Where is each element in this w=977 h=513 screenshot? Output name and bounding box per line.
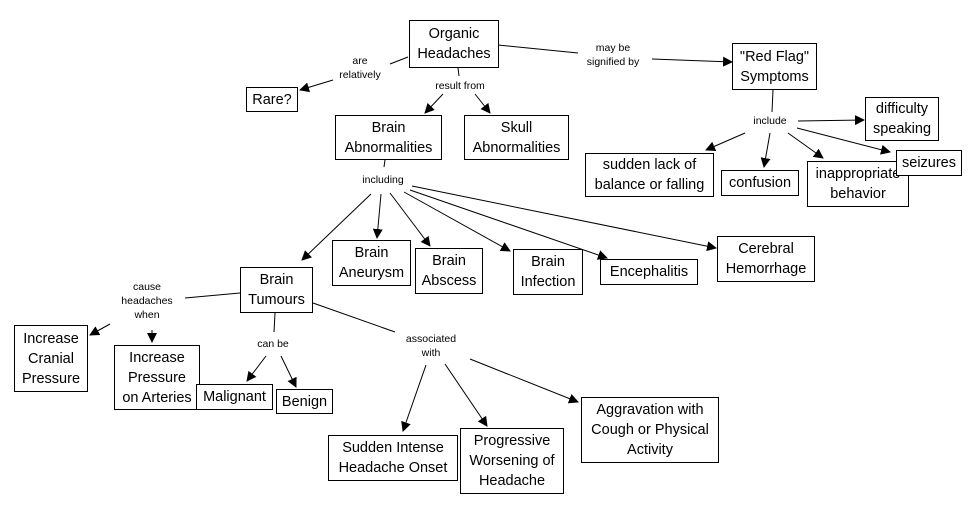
arrow-line	[787, 132, 824, 159]
arrow-line	[424, 93, 444, 114]
link-line	[771, 89, 774, 113]
arrow-line	[280, 355, 297, 388]
arrow-line	[89, 323, 111, 336]
concept-rare[interactable]: Rare?	[246, 87, 298, 112]
link-label-cause-headaches-when: cause headaches when	[121, 280, 173, 322]
arrow-line	[389, 192, 431, 247]
link-line	[273, 312, 276, 333]
concept-cerebral-hemorrhage[interactable]: Cerebral Hemorrhage	[717, 236, 815, 282]
concept-aggravation-cough-activity[interactable]: Aggravation with Cough or Physical Activ…	[581, 397, 719, 463]
link-line	[389, 56, 409, 65]
concept-progressive-worsening[interactable]: Progressive Worsening of Headache	[460, 428, 564, 494]
arrow-line	[760, 132, 771, 168]
arrow-line	[651, 56, 733, 67]
link-line	[457, 67, 460, 77]
arrow-line	[246, 355, 267, 382]
link-label-include: include	[753, 114, 787, 128]
concept-brain-tumours[interactable]: Brain Tumours	[240, 267, 313, 313]
link-line	[497, 44, 579, 54]
link-label-can-be: can be	[257, 337, 289, 351]
concept-malignant[interactable]: Malignant	[196, 384, 273, 410]
concept-red-flag-symptoms[interactable]: "Red Flag" Symptoms	[732, 43, 817, 90]
concept-confusion[interactable]: confusion	[721, 170, 799, 196]
arrow-line	[372, 193, 383, 239]
concept-increase-cranial-pressure[interactable]: Increase Cranial Pressure	[14, 325, 88, 392]
concept-brain-abscess[interactable]: Brain Abscess	[415, 248, 483, 294]
arrow-line	[299, 79, 334, 93]
concept-skull-abnormalities[interactable]: Skull Abnormalities	[464, 115, 569, 160]
concept-increase-pressure-on-arteries[interactable]: Increase Pressure on Arteries	[114, 345, 200, 410]
concept-seizures[interactable]: seizures	[896, 150, 962, 176]
link-label-are-relatively: are relatively	[339, 54, 381, 82]
concept-brain-aneurysm[interactable]: Brain Aneurysm	[332, 240, 411, 286]
arrow-line	[301, 193, 372, 261]
concept-sudden-intense-headache-onset[interactable]: Sudden Intense Headache Onset	[328, 435, 458, 481]
concept-brain-infection[interactable]: Brain Infection	[513, 249, 583, 295]
arrow-line	[797, 115, 865, 126]
concept-encephalitis[interactable]: Encephalitis	[600, 259, 698, 285]
arrow-line	[444, 363, 488, 427]
concept-benign[interactable]: Benign	[276, 389, 333, 414]
arrow-line	[474, 93, 491, 114]
link-line	[184, 292, 241, 299]
link-line	[383, 159, 386, 168]
link-label-associated-with: associated with	[405, 332, 457, 360]
link-label-including: including	[362, 173, 404, 187]
link-label-result-from: result from	[435, 79, 485, 93]
concept-organic-headaches[interactable]: Organic Headaches	[409, 20, 499, 68]
arrow-line	[796, 127, 891, 155]
arrow-line	[403, 191, 511, 252]
link-label-may-be-signified-by: may be signified by	[586, 41, 640, 69]
concept-difficulty-speaking[interactable]: difficulty speaking	[865, 97, 939, 141]
arrow-line	[469, 358, 579, 404]
arrow-line	[401, 364, 427, 432]
arrow-line	[705, 132, 746, 151]
concept-brain-abnormalities[interactable]: Brain Abnormalities	[335, 115, 442, 160]
concept-sudden-lack-of-balance[interactable]: sudden lack of balance or falling	[585, 153, 714, 197]
arrow-line	[409, 189, 608, 260]
concept-inappropriate-behavior[interactable]: inappropriate behavior	[807, 161, 909, 207]
link-line	[312, 302, 396, 333]
arrow-line	[411, 185, 717, 252]
